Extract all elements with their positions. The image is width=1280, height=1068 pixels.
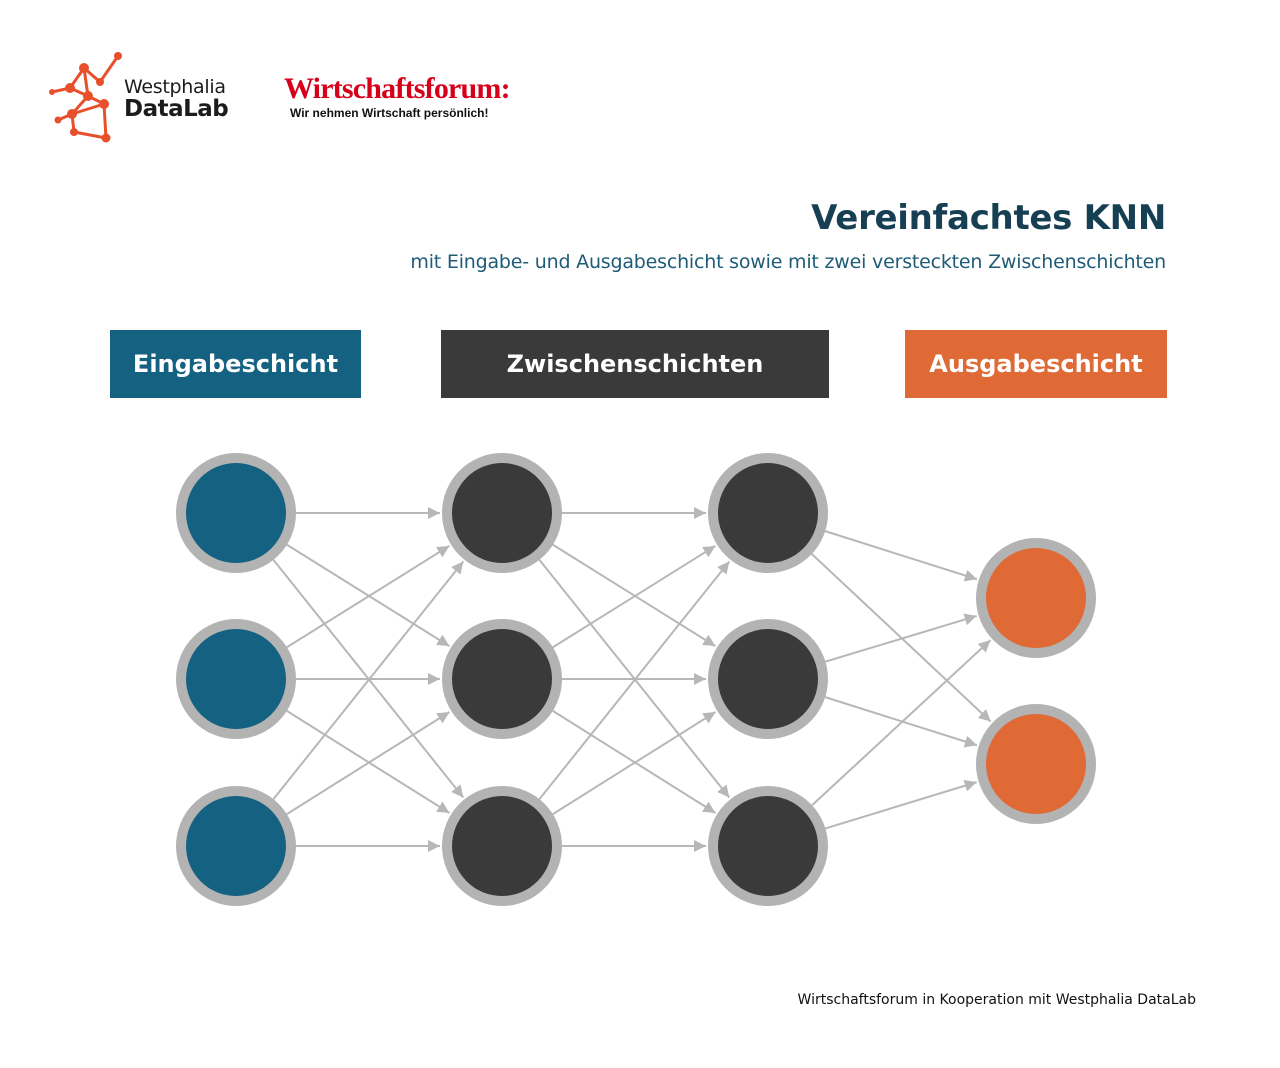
connection-arrow-l3-3-to-1 bbox=[811, 639, 992, 806]
node-core bbox=[452, 463, 552, 563]
hidden-1-node-3 bbox=[442, 786, 562, 906]
hidden-2-node-2 bbox=[708, 619, 828, 739]
node-core bbox=[452, 629, 552, 729]
wirtschaftsforum-logo: Wirtschaftsforum: Wir nehmen Wirtschaft … bbox=[284, 72, 524, 121]
connection-arrow-l3-1-to-1 bbox=[824, 530, 978, 582]
node-core bbox=[986, 714, 1086, 814]
page-title: Vereinfachtes KNN bbox=[811, 198, 1166, 238]
hidden-layers-label: Zwischenschichten bbox=[441, 330, 829, 398]
westphalia-logo-text: Westphalia bbox=[124, 76, 226, 98]
hidden-1-node-2 bbox=[442, 619, 562, 739]
network-molecule-icon bbox=[49, 52, 122, 143]
connection-arrow-l3-2-to-1 bbox=[825, 613, 977, 663]
connection-arrow-l3-3-to-2 bbox=[825, 779, 978, 830]
wirtschaftsforum-logo-title: Wirtschaftsforum: bbox=[284, 72, 511, 105]
node-core bbox=[186, 629, 286, 729]
node-core bbox=[718, 629, 818, 729]
input-node-2 bbox=[176, 619, 296, 739]
westphalia-datalab-logo: Westphalia DataLab bbox=[48, 48, 248, 148]
connection-arrow-l2-3-to-1 bbox=[538, 560, 731, 800]
hidden-1-node-1 bbox=[442, 453, 562, 573]
output-layer-label: Ausgabeschicht bbox=[905, 330, 1167, 398]
datalab-logo-text: DataLab bbox=[124, 96, 229, 122]
connection-arrow-l3-2-to-2 bbox=[824, 696, 978, 748]
node-core bbox=[986, 548, 1086, 648]
hidden-2-node-1 bbox=[708, 453, 828, 573]
output-node-2 bbox=[976, 704, 1096, 824]
node-core bbox=[718, 796, 818, 896]
connection-arrow-l1-3-to-1 bbox=[272, 560, 465, 800]
connection-arrow-l1-2-to-1 bbox=[286, 544, 450, 649]
connection-arrow-l2-2-to-1 bbox=[552, 544, 716, 649]
wirtschaftsforum-logo-tagline: Wir nehmen Wirtschaft persönlich! bbox=[290, 106, 489, 120]
node-core bbox=[718, 463, 818, 563]
hidden-2-node-3 bbox=[708, 786, 828, 906]
footer-credit: Wirtschaftsforum in Kooperation mit West… bbox=[797, 992, 1196, 1008]
node-core bbox=[452, 796, 552, 896]
node-core bbox=[186, 463, 286, 563]
node-core bbox=[186, 796, 286, 896]
connection-arrow-l2-3-to-2 bbox=[552, 711, 717, 815]
output-node-1 bbox=[976, 538, 1096, 658]
page-subtitle: mit Eingabe- und Ausgabeschicht sowie mi… bbox=[410, 251, 1166, 273]
connection-arrow-l1-3-to-2 bbox=[286, 711, 451, 815]
input-layer-label: Eingabeschicht bbox=[110, 330, 361, 398]
input-node-1 bbox=[176, 453, 296, 573]
input-node-3 bbox=[176, 786, 296, 906]
